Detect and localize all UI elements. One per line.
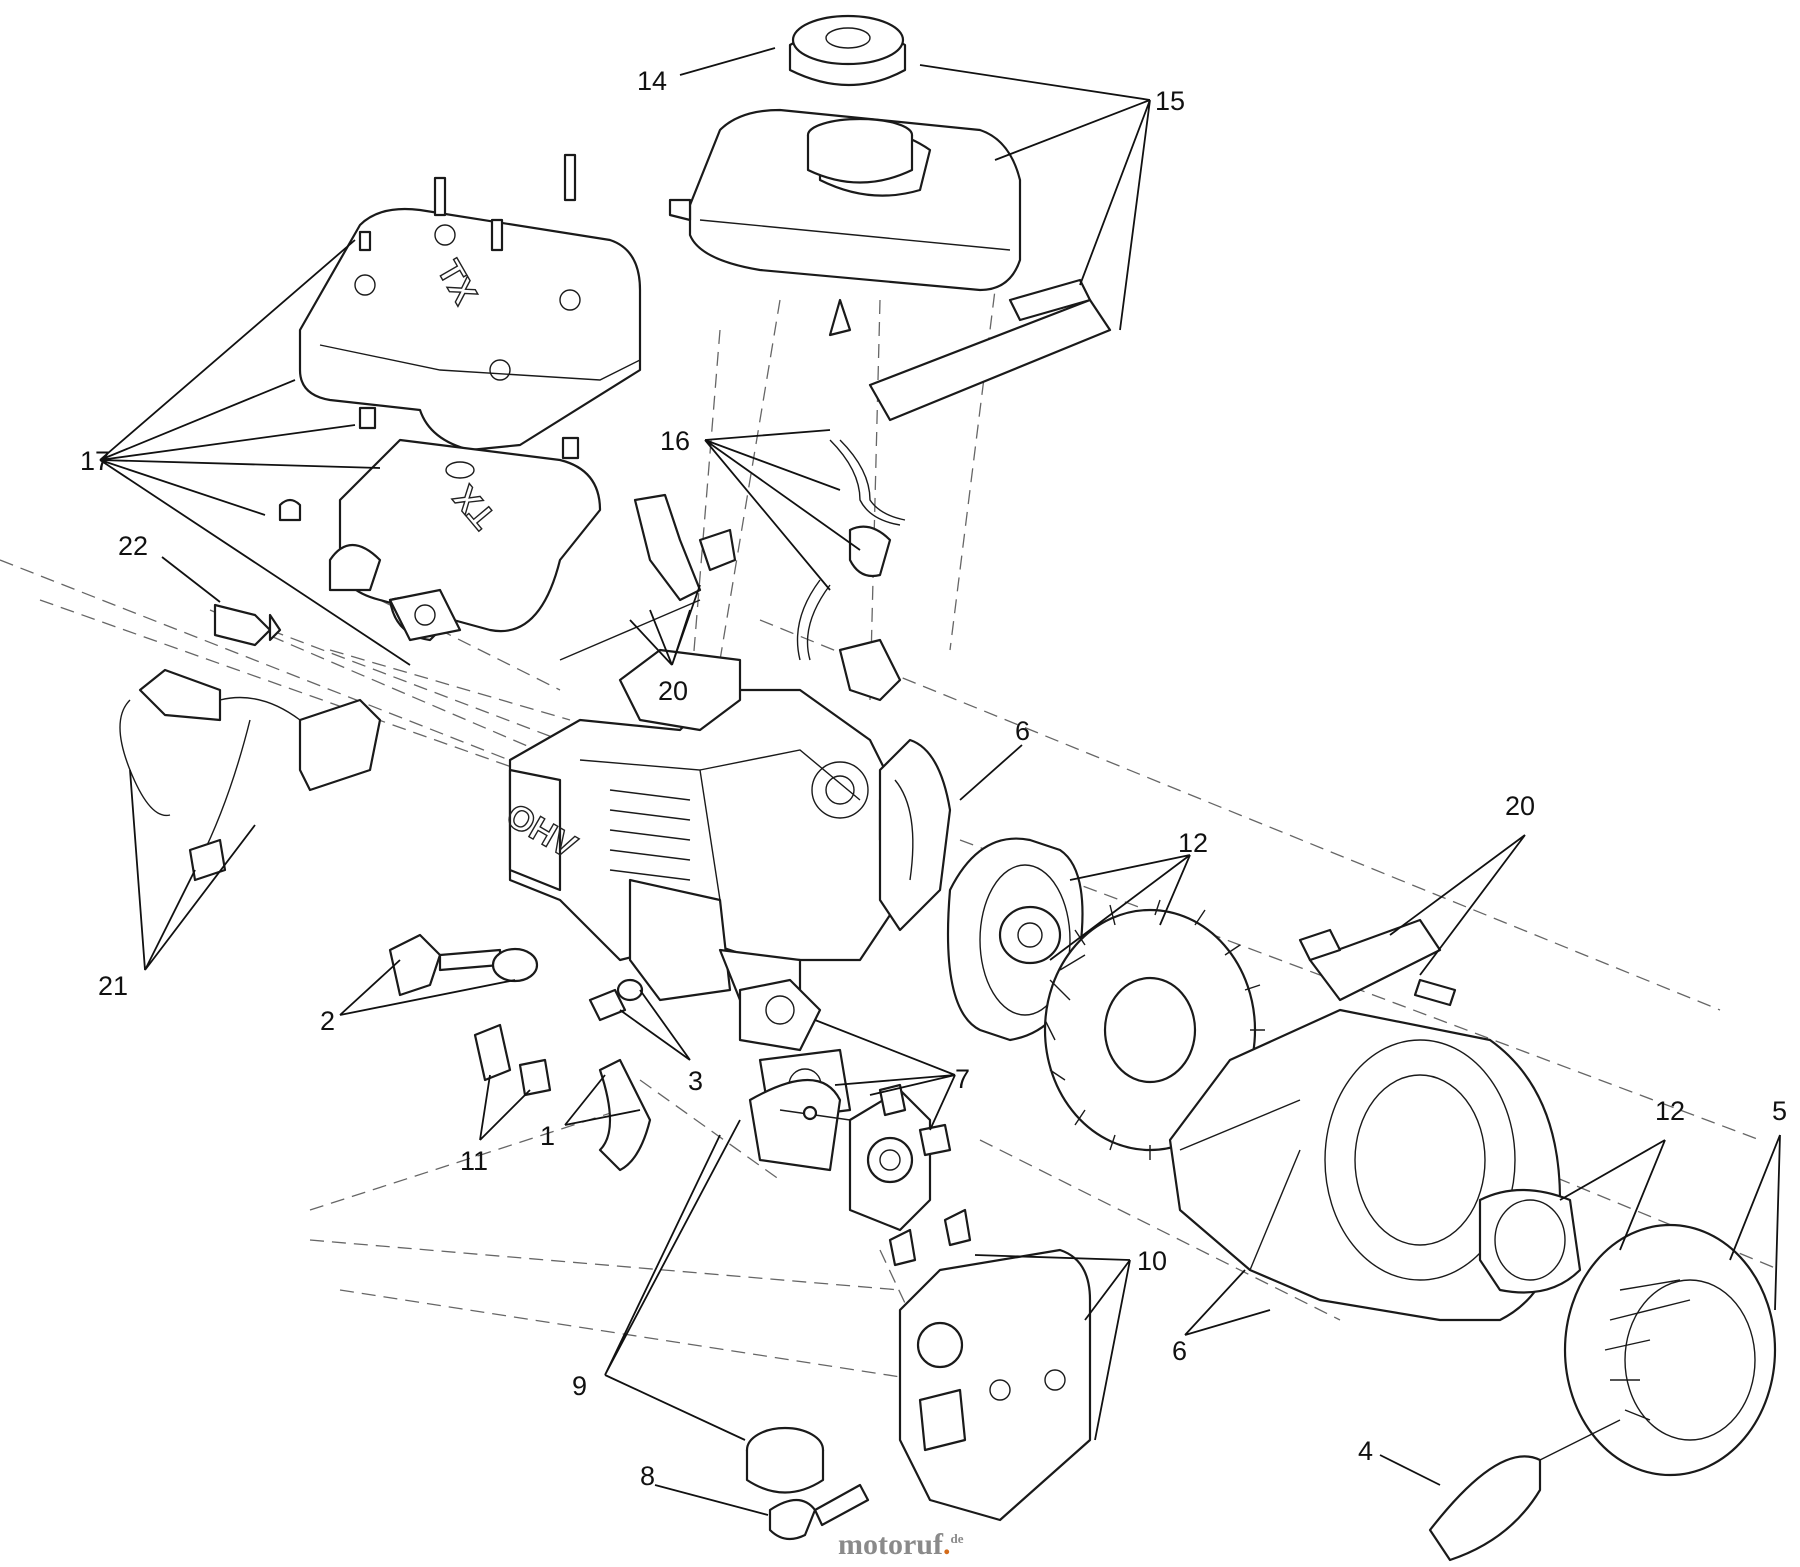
watermark-tld: de [950, 1531, 964, 1546]
callout-11: 11 [460, 1146, 488, 1176]
flywheel-cover-plate [878, 738, 952, 932]
callout-1: 1 [540, 1121, 555, 1151]
starter-pulley [1478, 1188, 1582, 1294]
leader-lines [99, 47, 1781, 1516]
callout-21: 21 [98, 971, 128, 1001]
filter-spacers [888, 1208, 972, 1267]
choke-knob [745, 1426, 825, 1494]
starter-handle [1428, 1419, 1621, 1562]
fuel-tank [668, 108, 1022, 337]
callout-12-lower: 12 [1655, 1096, 1685, 1126]
starter-cup [946, 837, 1084, 1042]
air-filter-plate [748, 1079, 842, 1172]
valve-cover [298, 207, 642, 452]
callout-3: 3 [688, 1066, 703, 1096]
carburetor [848, 1083, 952, 1232]
callout-6-lower: 6 [1172, 1336, 1187, 1366]
valve-cover-bolts [278, 153, 580, 522]
fuel-cap [788, 14, 907, 87]
callout-6-upper: 6 [1015, 716, 1030, 746]
callout-4: 4 [1358, 1436, 1373, 1466]
callout-7: 7 [955, 1064, 970, 1094]
watermark-name: motoruf [838, 1528, 943, 1561]
ignition-coil [119, 668, 382, 882]
callout-labels: 14 15 17 16 22 20 6 12 20 21 2 3 7 1 11 … [80, 66, 1787, 1491]
callout-17: 17 [80, 446, 110, 476]
callout-8: 8 [640, 1461, 655, 1491]
cylinder-head-cover [328, 438, 602, 642]
choke-linkage [779, 1105, 851, 1121]
recoil-starter [1563, 1223, 1777, 1477]
callout-15: 15 [1155, 86, 1185, 116]
kill-switch [473, 1023, 552, 1097]
air-filter-cover [898, 1248, 1092, 1522]
callout-12-upper: 12 [1178, 828, 1208, 858]
callout-9: 9 [572, 1371, 587, 1401]
watermark: motoruf.de [838, 1528, 963, 1562]
fuel-line [796, 439, 906, 661]
callout-20-right: 20 [1505, 791, 1535, 821]
callout-22: 22 [118, 531, 148, 561]
callout-10: 10 [1137, 1246, 1167, 1276]
intake-gasket [388, 588, 462, 642]
governor-bracket [559, 493, 737, 661]
callout-16: 16 [660, 426, 690, 456]
ignition-key [768, 1483, 870, 1541]
callout-2: 2 [320, 1006, 335, 1036]
watermark-dot: . [942, 1528, 951, 1561]
tank-bracket [868, 278, 1112, 422]
drain-plug [588, 978, 644, 1022]
callout-5: 5 [1772, 1096, 1787, 1126]
callout-20-upper: 20 [658, 676, 688, 706]
callout-14: 14 [637, 66, 667, 96]
oil-plug [388, 933, 539, 997]
fuel-hose [598, 1058, 652, 1172]
spark-plug [213, 603, 282, 647]
blower-bracket [1298, 918, 1457, 1007]
